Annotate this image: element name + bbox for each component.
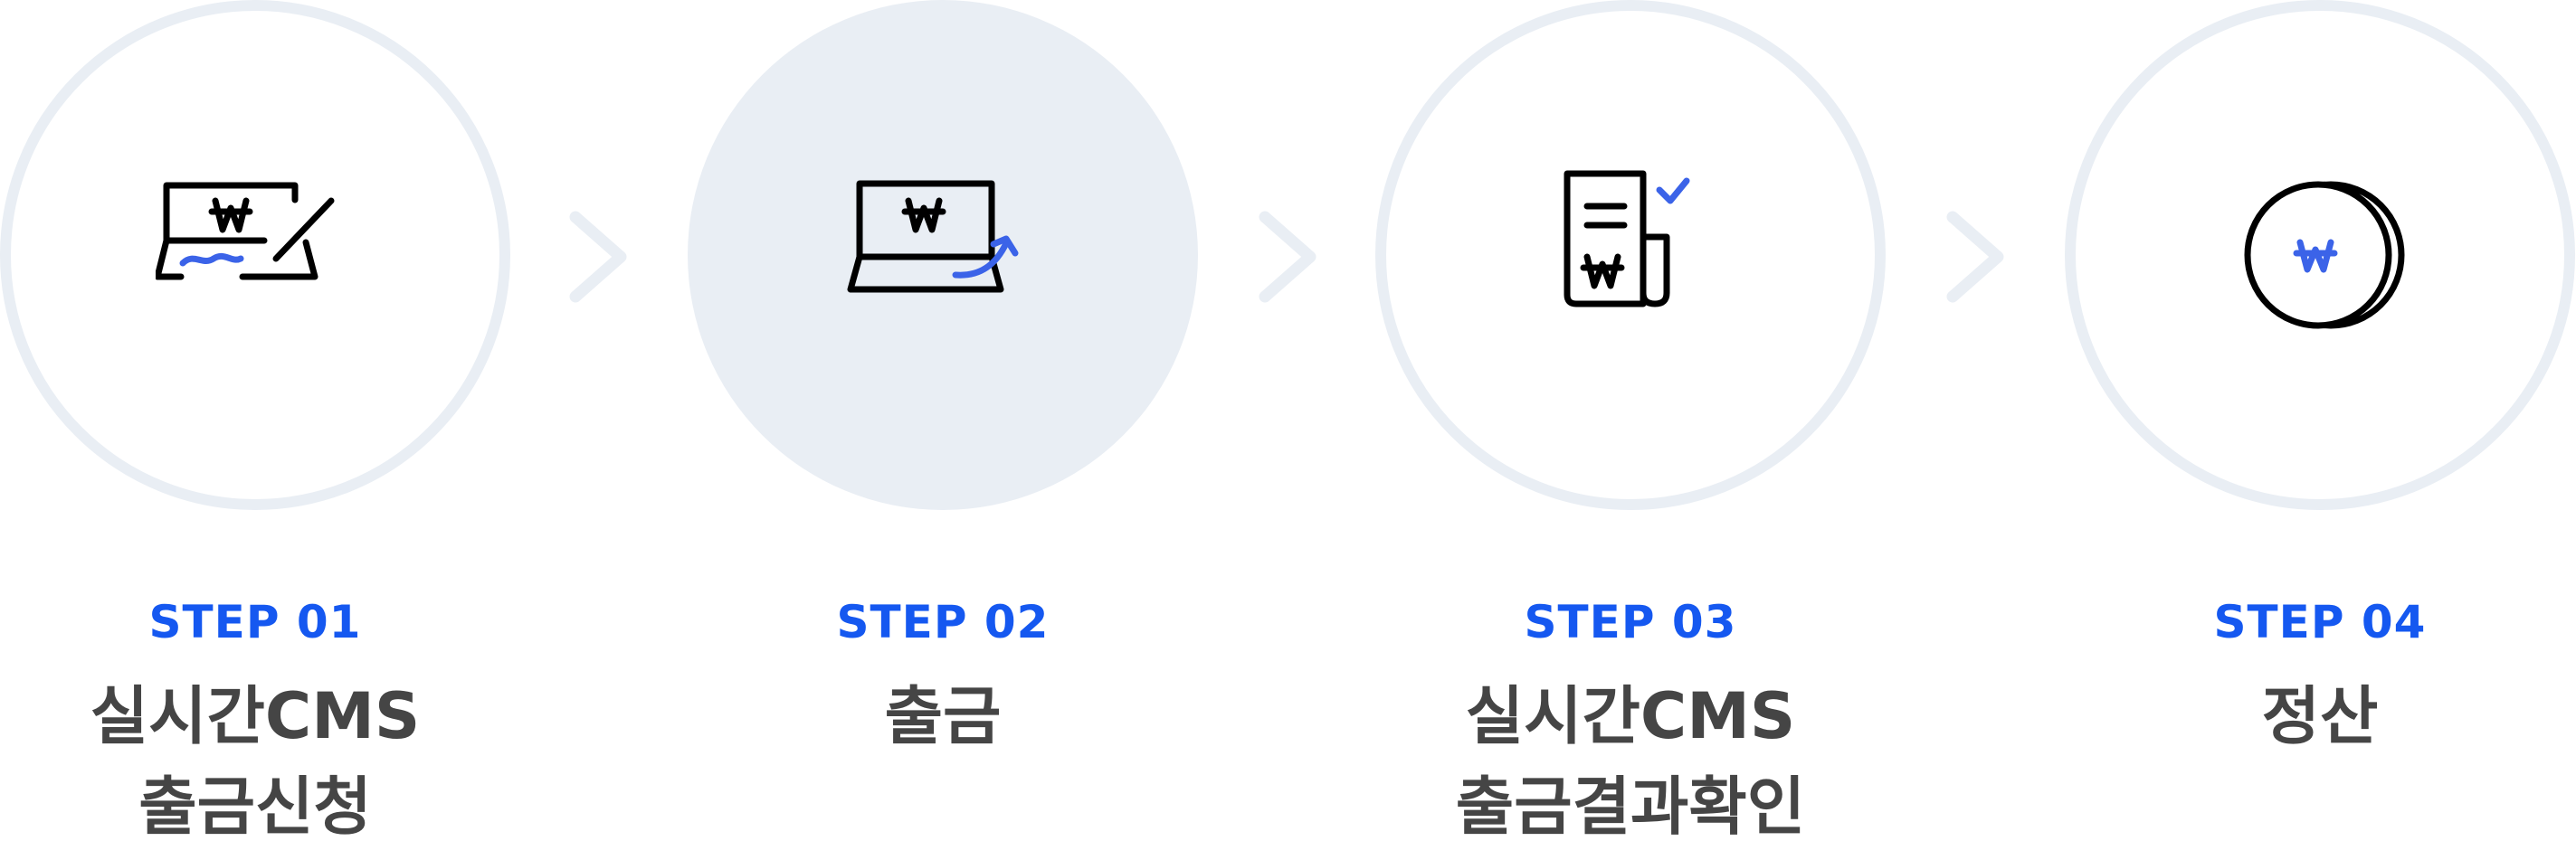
step-03-title: 실시간CMS 출금결과확인: [1321, 671, 1940, 852]
step-04-title: 정산: [2010, 671, 2576, 761]
step-01-title-line-1: 실시간CMS: [90, 679, 421, 753]
step-03-title-line-1: 실시간CMS: [1465, 679, 1796, 753]
step-02-title-line-1: 출금: [884, 679, 1002, 753]
laptop-pen-signature-icon: [156, 182, 335, 280]
chevron-right-icon: [1946, 211, 2004, 303]
step-01-label: STEP 01: [148, 596, 362, 648]
step-03-label: STEP 03: [1524, 596, 1737, 648]
step-03-title-line-2: 출금결과확인: [1455, 770, 1806, 844]
chevron-right-icon: [569, 211, 627, 303]
step-02: STEP 02 출금: [688, 0, 1198, 860]
chevron-right-icon: [1259, 211, 1317, 303]
step-02-label: STEP 02: [836, 596, 1050, 648]
step-03-circle: [1375, 0, 1886, 510]
step-01-title: 실시간CMS 출금신청: [0, 671, 565, 852]
step-02-circle: [688, 0, 1198, 510]
step-04: STEP 04 정산: [2065, 0, 2575, 860]
step-03: STEP 03 실시간CMS 출금결과확인: [1375, 0, 1886, 860]
step-01-title-line-2: 출금신청: [138, 770, 372, 844]
step-04-title-line-1: 정산: [2261, 679, 2379, 753]
laptop-withdraw-arrow-icon: [847, 180, 1019, 293]
receipt-check-icon: [1564, 170, 1690, 307]
step-01-circle: [0, 0, 510, 510]
coin-won-icon: [2244, 181, 2405, 329]
step-01: STEP 01 실시간CMS 출금신청: [0, 0, 510, 860]
step-04-circle: [2065, 0, 2575, 510]
step-04-label: STEP 04: [2213, 596, 2427, 648]
step-02-title: 출금: [633, 671, 1252, 761]
